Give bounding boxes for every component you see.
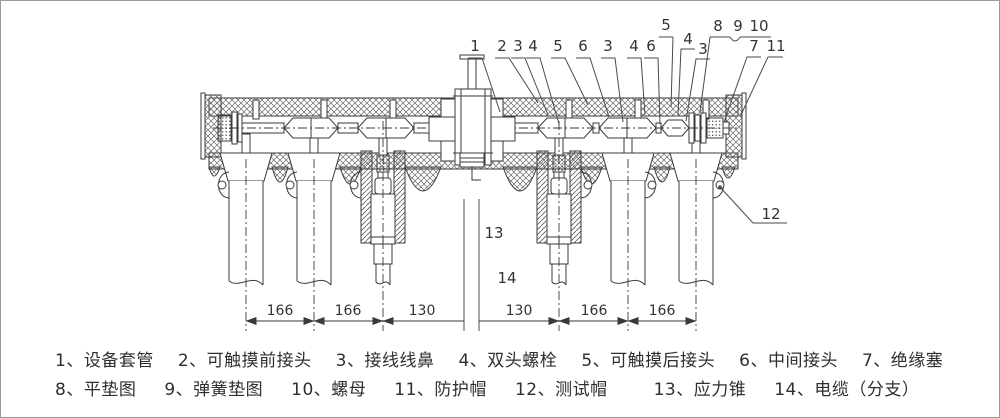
- legend-item-6: 6、中间接头: [739, 351, 838, 371]
- callout-5c: 5: [661, 16, 671, 34]
- dim-130-b: 130: [506, 303, 533, 319]
- dim-166-d: 166: [649, 303, 676, 319]
- callout-6: 6: [578, 37, 588, 55]
- callout-7: 7: [749, 37, 759, 55]
- legend-item-5: 5、可触摸后接头: [581, 351, 716, 371]
- callout-4: 4: [528, 37, 538, 55]
- legend-item-3: 3、接线线鼻: [335, 351, 435, 371]
- callout-leaders: [468, 36, 787, 224]
- dim-130-a: 130: [409, 303, 436, 319]
- callout-9: 9: [733, 17, 743, 35]
- dim-166-b: 166: [335, 303, 362, 319]
- callout-13: 13: [484, 224, 503, 242]
- legend-row-1: 1、设备套管 2、可触摸前接头 3、接线线鼻 4、双头螺栓 5、可触摸后接头 6…: [55, 346, 943, 371]
- dim-166-c: 166: [581, 303, 608, 319]
- cable-branch-1: [217, 152, 273, 286]
- callout-6b: 6: [646, 37, 656, 55]
- cable-branch-4: [669, 152, 725, 286]
- legend-item-10: 10、螺母: [291, 380, 367, 400]
- callout-14: 14: [497, 269, 516, 287]
- callout-8: 8: [713, 17, 723, 35]
- callout-5: 5: [553, 37, 563, 55]
- legend-item-12: 12、测试帽: [514, 380, 608, 400]
- cable-branch-3: [601, 152, 657, 286]
- callout-3b: 3: [603, 37, 613, 55]
- callout-2: 2: [497, 37, 507, 55]
- legend-item-14: 14、电缆（分支）: [774, 380, 920, 400]
- dim-166-a: 166: [267, 303, 294, 319]
- legend-item-4: 4、双头螺栓: [458, 351, 558, 371]
- legend-item-9: 9、弹簧垫图: [164, 380, 264, 400]
- callout-3: 3: [513, 37, 523, 55]
- cable-branch-2: [285, 152, 341, 286]
- technical-drawing: 1 2 3 4 5 6 3 4 6 5 4 3 8 9 10 7 11 12 1…: [200, 16, 787, 331]
- legend-item-2: 2、可触摸前接头: [177, 351, 312, 371]
- legend-item-7: 7、绝缘塞: [861, 351, 944, 371]
- callout-10: 10: [749, 17, 768, 35]
- callout-4b: 4: [629, 37, 639, 55]
- callout-11: 11: [766, 37, 785, 55]
- callout-12: 12: [761, 205, 780, 223]
- equipment-bushing: [428, 54, 516, 331]
- legend-item-11: 11、防护帽: [394, 380, 487, 400]
- legend-item-13: 13、应力锥: [653, 380, 747, 400]
- legend-item-1: 1、设备套管: [55, 351, 154, 371]
- legend-row-2: 8、平垫图 9、弹簧垫图 10、螺母 11、防护帽 12、测试帽 13、应力锥 …: [55, 375, 919, 400]
- legend-item-8: 8、平垫图: [55, 380, 137, 400]
- callout-numbers: 1 2 3 4 5 6 3 4 6 5 4 3 8 9 10 7 11 12 1…: [470, 16, 785, 287]
- callout-4c: 4: [683, 30, 693, 48]
- callout-3c: 3: [698, 40, 708, 58]
- dimension-labels: 166 166 130 130 166 166: [267, 303, 676, 319]
- callout-1: 1: [470, 37, 480, 55]
- centerlines: [245, 121, 697, 331]
